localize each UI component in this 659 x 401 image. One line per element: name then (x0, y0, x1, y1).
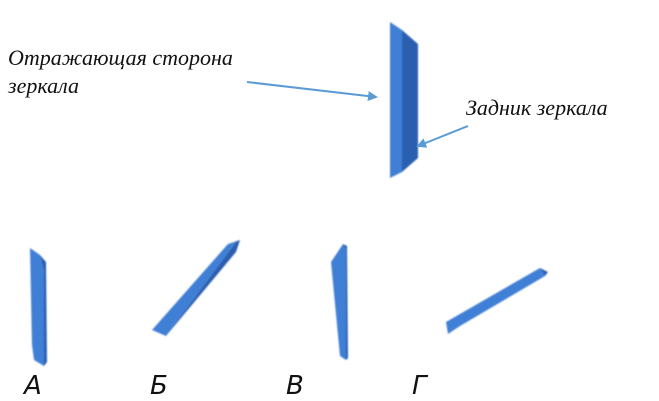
reference-mirror-front (390, 22, 402, 178)
option-v-label: В (286, 371, 304, 401)
option-b-mirror (152, 240, 240, 336)
option-g-label: Г (412, 371, 427, 401)
reflecting-side-label: Отражающая сторона зеркала (8, 45, 233, 98)
option-v-mirror (331, 244, 348, 360)
option-g-mirror (446, 268, 548, 334)
option-a-label: А (24, 371, 42, 401)
back-side-arrow (416, 125, 469, 148)
reference-mirror (390, 22, 418, 178)
mirror-back-label: Задник зеркала (466, 95, 608, 120)
reference-mirror-back (402, 30, 418, 172)
option-b-label: Б (150, 371, 168, 401)
option-a-mirror (30, 248, 47, 366)
reflecting-side-arrow (246, 81, 378, 102)
